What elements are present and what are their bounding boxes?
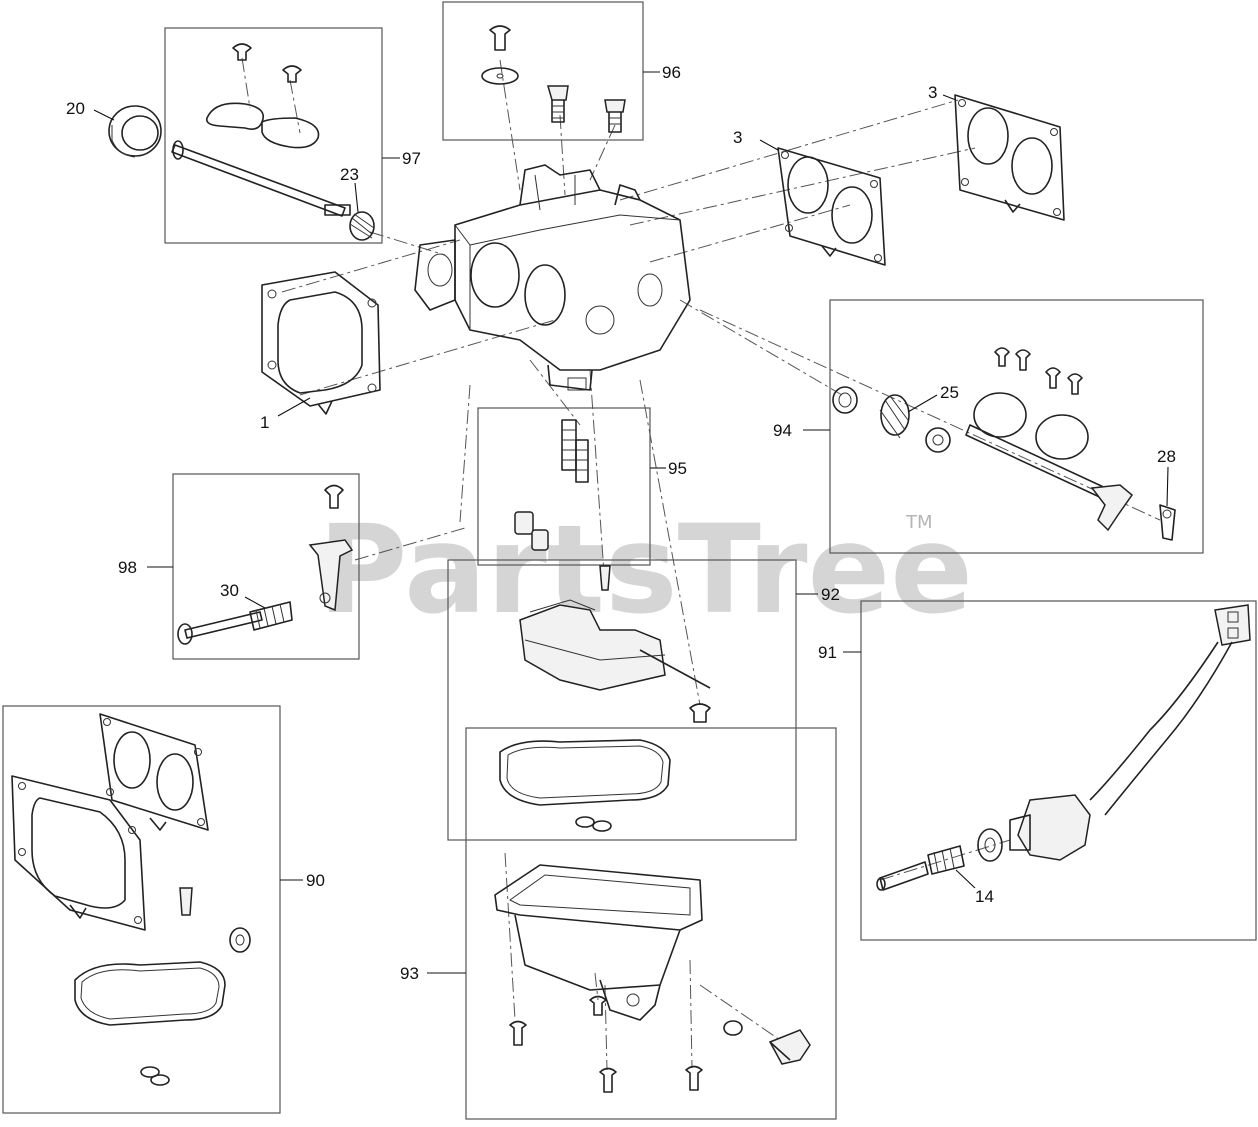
- callout-14: 14: [975, 887, 994, 906]
- kit-box-92: [447, 559, 797, 841]
- spring-30: [249, 601, 293, 631]
- callout-94: 94: [773, 421, 792, 440]
- kit-box-94: [829, 299, 1204, 554]
- spring-25: [879, 394, 910, 439]
- float-bowl-kit-parts: [494, 864, 811, 1093]
- watermark-trademark: TM: [905, 512, 933, 533]
- kit-box-95: [477, 407, 651, 566]
- choke-spring-23: [349, 211, 375, 241]
- float-kit-parts: [499, 565, 711, 832]
- callout-labels: 20 23 97 96 3 3 1 95 25 94 28 98 30 92 9…: [66, 63, 1176, 983]
- callout-3-rear: 3: [928, 83, 937, 102]
- kit-box-96: [442, 1, 644, 141]
- callout-98: 98: [118, 558, 137, 577]
- callout-95: 95: [668, 459, 687, 478]
- callout-3-front: 3: [733, 128, 742, 147]
- kit-box-97: [164, 27, 383, 244]
- spring-14: [927, 845, 965, 875]
- jet-kit-parts: [481, 25, 626, 133]
- callout-90: 90: [306, 871, 325, 890]
- watermark: PartsTree: [318, 499, 973, 641]
- cap-20: [108, 105, 162, 158]
- choke-kit-parts: [171, 43, 351, 217]
- callout-28: 28: [1157, 447, 1176, 466]
- gasket-3-rear: [954, 94, 1065, 221]
- idle-screw-kit-parts: [177, 484, 354, 645]
- assembly-lines: [241, 57, 1161, 1071]
- gasket-3-front: [777, 147, 886, 266]
- callout-30: 30: [220, 581, 239, 600]
- callout-97: 97: [402, 149, 421, 168]
- clip-28: [1159, 504, 1176, 541]
- callout-1: 1: [260, 413, 269, 432]
- gasket-1: [261, 271, 381, 415]
- solenoid-kit-parts: [876, 604, 1251, 891]
- callout-93: 93: [400, 964, 419, 983]
- callout-23: 23: [340, 165, 359, 184]
- gasket-kit-parts: [11, 713, 251, 1086]
- callout-91: 91: [818, 643, 837, 662]
- callout-20: 20: [66, 99, 85, 118]
- callout-96: 96: [662, 63, 681, 82]
- leader-lines: [93, 71, 1169, 974]
- kit-box-93: [465, 727, 837, 1120]
- callout-92: 92: [821, 585, 840, 604]
- carburetor-body: [414, 164, 691, 391]
- kit-box-91: [860, 600, 1257, 941]
- callout-25: 25: [940, 383, 959, 402]
- throttle-kit-parts: [832, 347, 1176, 541]
- kit-box-90: [2, 705, 281, 1114]
- idle-jet-kit-parts: [514, 419, 589, 551]
